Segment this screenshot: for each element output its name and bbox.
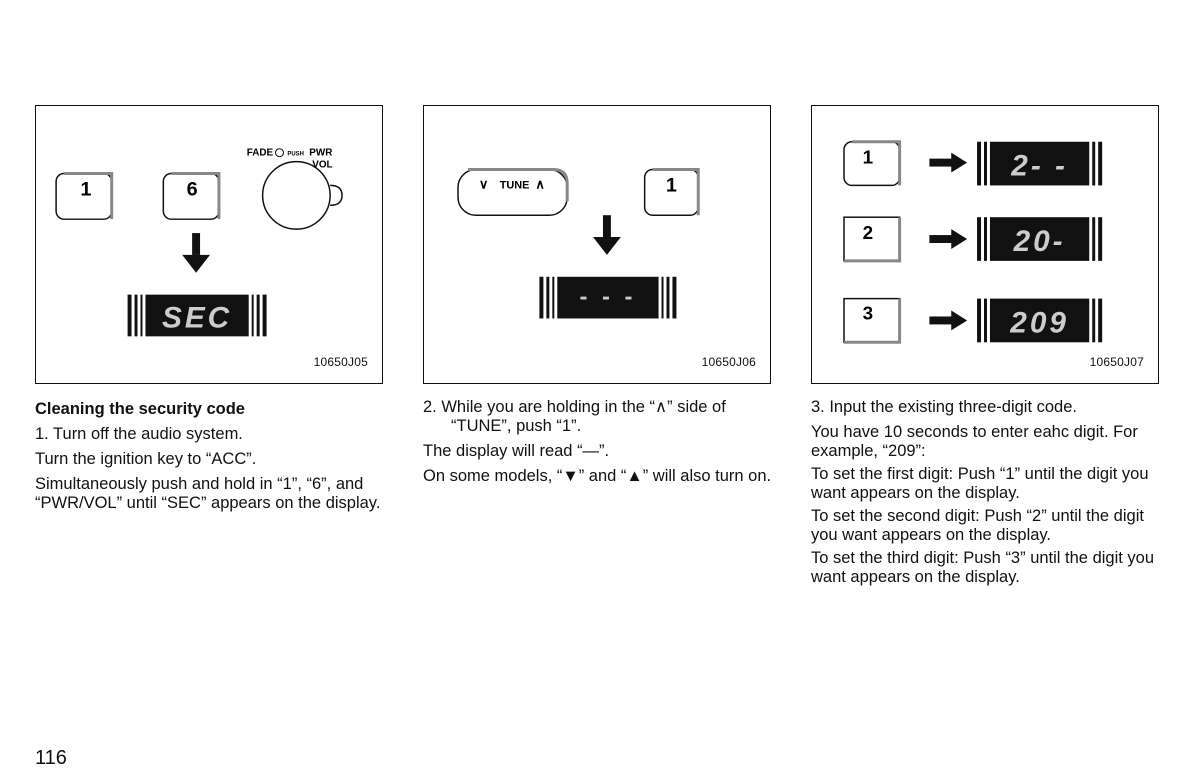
display-read-text: The display will read “—”. [423,442,610,460]
display-dashes-text: - - - [579,284,636,311]
figure-code: 10650J06 [701,355,756,369]
ignition-text: Turn the ignition key to “ACC”. [35,450,257,468]
step-row-2: 2 20- [843,216,1103,263]
display-sec-text: SEC [162,301,232,334]
tune-down-icon: ∨ [479,176,488,191]
preset-button-1-label: 1 [666,174,677,196]
first-digit-text: To set the first digit: Push “1” until t… [811,465,1149,502]
step-2-text: 2. While you are holding in the “∧” side… [423,398,726,435]
models-note-text: On some models, “▼” and “▲” will also tu… [423,467,772,485]
illustration-3-drawing: 1 2- - 2 20- 3 [843,140,1103,344]
pwr-vol-knob: FADE PUSH PWR VOL [247,148,343,230]
step-row-3: 3 209 [843,297,1103,344]
row-3-display-text: 209 [1009,306,1069,339]
illustration-panel-2: ∨ TUNE ∧ 1 - - - 10650J06 [423,105,771,384]
down-arrow-icon [182,233,210,273]
figure-code: 10650J07 [1089,355,1144,369]
right-arrow-icon [929,316,954,325]
push-hold-text: Simultaneously push and hold in “1”, “6”… [35,475,381,512]
preset-button-1: 1 [643,168,700,216]
display-dashes: - - - [539,276,677,319]
knob-label-pwr: PWR [309,148,332,159]
knob-label-fade: FADE [247,148,274,159]
step-1-text: 1. Turn off the audio system. [35,425,243,443]
illustration-1-drawing: 1 6 FADE PUSH PWR VOL [55,148,343,337]
right-arrow-icon [929,158,954,167]
row-2-display-text: 20- [1013,225,1066,258]
illustration-panel-3: 1 2- - 2 20- 3 [811,105,1159,384]
tune-button: ∨ TUNE ∧ [457,168,569,216]
row-3-button-label: 3 [863,302,874,323]
knob-label-push: PUSH [287,152,304,158]
figure-code: 10650J05 [313,355,368,369]
row-1-display-text: 2- - [1010,149,1068,182]
right-arrow-icon [929,235,954,244]
tune-label: TUNE [500,179,530,191]
preset-button-6: 6 [162,172,221,220]
step-3-text: 3. Input the existing three-digit code. [811,398,1077,416]
down-arrow-icon [593,215,621,255]
text-column-3: 3. Input the existing three-digit code. … [811,398,1167,591]
third-digit-text: To set the third digit: Push “3” until t… [811,549,1155,586]
page-number: 116 [35,747,67,769]
illustration-2-drawing: ∨ TUNE ∧ 1 - - - [457,168,700,319]
display-sec: SEC [127,294,267,337]
second-digit-text: To set the second digit: Push “2” until … [811,507,1144,544]
knob-label-vol: VOL [312,160,332,171]
text-column-2: 2. While you are holding in the “∧” side… [423,398,779,492]
section-heading: Cleaning the security code [35,400,245,418]
tune-up-icon: ∧ [535,176,544,191]
illustration-panel-1: 1 6 FADE PUSH PWR VOL [35,105,383,384]
preset-button-1: 1 [55,172,114,220]
step-row-1: 1 2- - [843,140,1103,187]
preset-button-6-label: 6 [187,178,198,200]
row-2-button-label: 2 [863,222,874,243]
seconds-text: You have 10 seconds to enter eahc digit.… [811,423,1138,460]
text-column-1: Cleaning the security code 1. Turn off t… [35,398,391,519]
preset-button-1-label: 1 [80,178,91,200]
row-1-button-label: 1 [863,147,874,168]
